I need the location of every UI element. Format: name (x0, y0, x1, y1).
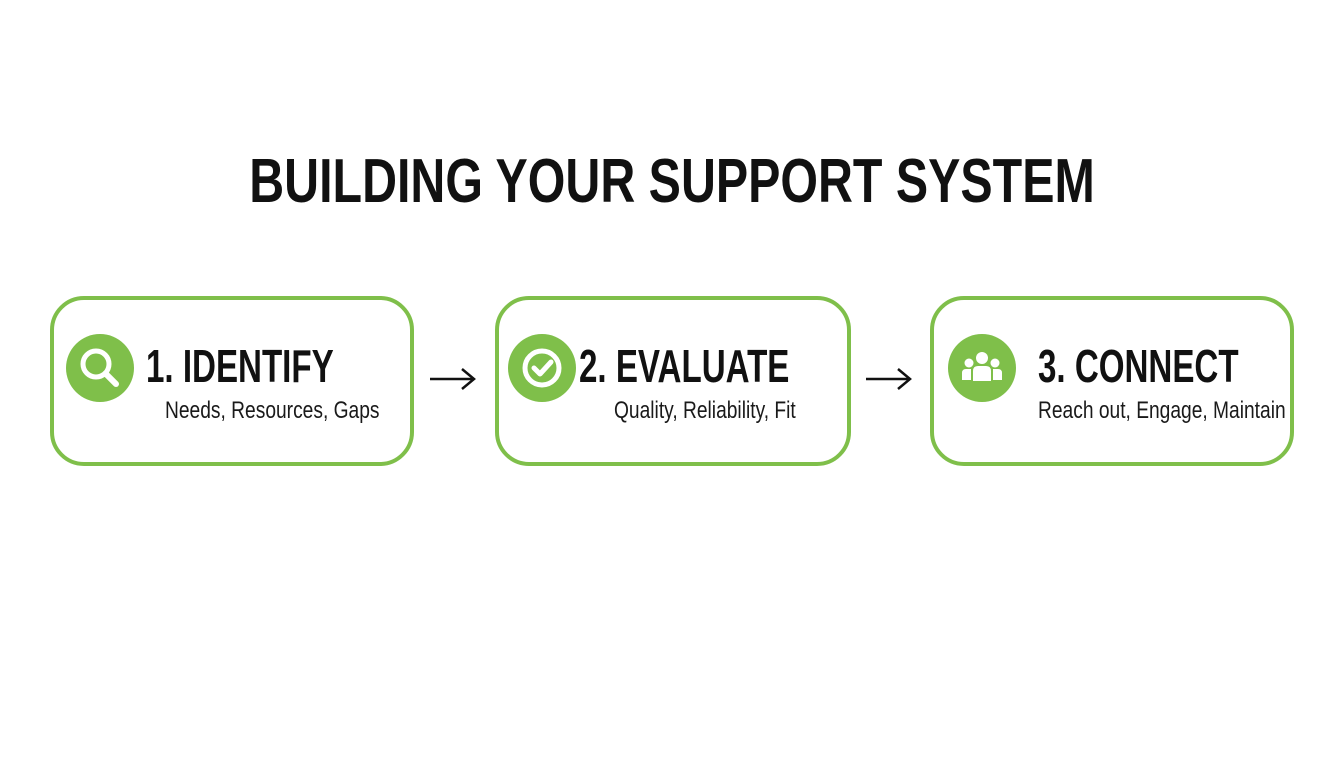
step-heading: 3. CONNECT (1038, 340, 1239, 392)
step-card-connect: 3. CONNECT Reach out, Engage, Maintain (930, 296, 1294, 466)
diagram-title: BUILDING YOUR SUPPORT SYSTEM (249, 147, 1095, 216)
step-heading: 1. IDENTIFY (146, 340, 334, 392)
arrow-right-icon (866, 368, 912, 390)
step-heading: 2. EVALUATE (579, 340, 790, 392)
step-card-identify: 1. IDENTIFY Needs, Resources, Gaps (50, 296, 414, 466)
step-subtitle: Reach out, Engage, Maintain (1038, 397, 1286, 424)
arrow-right-icon (430, 368, 476, 390)
step-card-evaluate: 2. EVALUATE Quality, Reliability, Fit (495, 296, 851, 466)
check-icon (508, 334, 576, 402)
step-subtitle: Needs, Resources, Gaps (165, 397, 380, 424)
step-subtitle: Quality, Reliability, Fit (614, 397, 796, 424)
people-icon (948, 334, 1016, 402)
search-icon (66, 334, 134, 402)
